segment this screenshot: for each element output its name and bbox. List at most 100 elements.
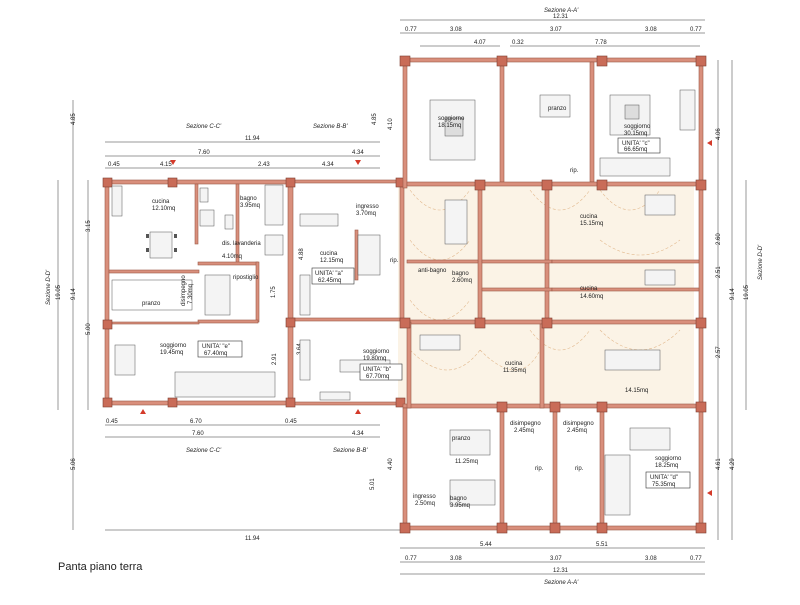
- dim-left-045a: 0.45: [108, 162, 120, 168]
- room-disimpegno-d: disimpegno: [563, 421, 594, 427]
- dim-bot-544: 5.44: [480, 542, 492, 548]
- room-disimpegno-b-area: 2.45mq: [514, 428, 534, 434]
- room-rip-top: rip.: [570, 168, 579, 174]
- dim-left-485: 4.85: [71, 113, 77, 125]
- room-ingresso-b-area: 2.50mq: [415, 501, 435, 507]
- room-lavanderia-area: 4.10mq: [222, 254, 242, 260]
- room-pranzo-b-area: 11.25mq: [455, 459, 478, 465]
- dim-right-1905: 19.05: [744, 284, 750, 300]
- dim-top-308a: 3.08: [450, 27, 462, 33]
- unit-e-label: UNITA' "e": [202, 344, 230, 350]
- dim-mid-440: 4.40: [388, 458, 394, 470]
- dim-right-461: 4.61: [716, 458, 722, 470]
- room-bagno-a-area: 2.60mq: [452, 278, 472, 284]
- right-block-pillars: [399, 55, 707, 534]
- room-soggiorno-c1-area: 18.15mq: [438, 123, 461, 129]
- left-top-dimensions: 11.94 7.60 4.34 0.45 4.15 2.43 4.34: [105, 136, 380, 169]
- dim-left-1905: 19.05: [56, 284, 62, 300]
- unit-e-box: [197, 340, 243, 358]
- room-soggiorno-b: soggiorno: [363, 349, 390, 355]
- dim-left-500: 5.00: [86, 323, 92, 335]
- room-cucina-a: cucina: [320, 251, 338, 257]
- unit-d-label: UNITA' "d": [650, 475, 678, 481]
- room-cucina-d-area: 14.60mq: [580, 294, 603, 300]
- section-bb-top: Sezione B-B': [313, 124, 348, 130]
- unit-b-box: [359, 363, 403, 381]
- dim-bot-045b: 0.45: [285, 419, 297, 425]
- dim-bot-077b: 0.77: [690, 556, 702, 562]
- dim-left-434b: 4.34: [352, 150, 364, 156]
- room-ripostiglio: ripostiglio: [233, 275, 259, 281]
- dim-mid-501: 5.01: [370, 478, 376, 490]
- dim-top-032: 0.32: [512, 40, 524, 46]
- unit-c-label: UNITA' "c": [622, 141, 650, 147]
- room-cucina-e: cucina: [152, 199, 170, 205]
- room-soggiorno-b-area: 19.80mq: [363, 356, 386, 362]
- dim-left-243: 2.43: [258, 162, 270, 168]
- room-bagno-a: bagno: [452, 271, 469, 277]
- room-ingresso-b: ingresso: [413, 494, 436, 500]
- furniture-unit-e: [111, 184, 284, 398]
- room-rip-b: rip.: [535, 466, 544, 472]
- dim-bot-1194: 11.94: [245, 536, 260, 542]
- dim-top-307: 3.07: [550, 27, 562, 33]
- room-bagno-e-area: 3.95mq: [240, 203, 260, 209]
- room-cucina-e-area: 12.10mq: [152, 206, 175, 212]
- room-cucina-d: cucina: [580, 286, 598, 292]
- section-marker: [707, 490, 712, 496]
- dim-right-914: 9.14: [730, 288, 736, 300]
- room-pranzo-b: pranzo: [452, 436, 471, 442]
- unit-a-label: UNITA' "a": [315, 271, 343, 277]
- room-ingresso-a-area: 3.70mq: [356, 211, 376, 217]
- section-aa-bottom: Sezione A-A': [544, 580, 579, 586]
- left-block-pillars: [102, 177, 406, 408]
- dim-mid-410: 4.10: [388, 118, 394, 130]
- room-ingresso-a: ingresso: [356, 204, 379, 210]
- dim-mid-488: 4.88: [299, 248, 305, 260]
- dim-left-415: 4.15: [160, 162, 172, 168]
- room-bagno-b: bagno: [450, 496, 467, 502]
- unit-b-area: 67.70mq: [366, 374, 389, 380]
- room-soggiorno-e: soggiorno: [160, 343, 187, 349]
- room-disimpegno-e: disimpegno: [181, 275, 187, 306]
- section-marker: [170, 160, 176, 165]
- room-bagno-b-area: 3.95mq: [450, 503, 470, 509]
- room-disimpegno-d-area: 2.45mq: [567, 428, 587, 434]
- unit-a-box: [311, 267, 355, 285]
- room-soggiorno-d-area: 18.25mq: [655, 463, 678, 469]
- room-cucina-a-area: 12.15mq: [320, 258, 343, 264]
- room-disimpegno-b: disimpegno: [510, 421, 541, 427]
- unit-c-box: [617, 137, 661, 154]
- dim-right-260: 2.60: [716, 233, 722, 245]
- dim-bot-551: 5.51: [596, 542, 608, 548]
- room-cucina-c-area: 15.15mq: [580, 221, 603, 227]
- dim-top-077a: 0.77: [405, 27, 417, 33]
- dim-right-406: 4.06: [716, 128, 722, 140]
- dim-bot-307: 3.07: [550, 556, 562, 562]
- dim-top-077b: 0.77: [690, 27, 702, 33]
- plan-caption: Panta piano terra: [58, 561, 143, 573]
- room-soggiorno-c1: soggiorno: [438, 116, 465, 122]
- section-bb-bottom: Sezione B-B': [333, 448, 368, 454]
- dim-left-506: 5.06: [71, 458, 77, 470]
- unit-b-label: UNITA' "b": [363, 367, 391, 373]
- room-antibagno-a: anti-bagno: [418, 268, 447, 274]
- dim-left-914: 9.14: [71, 288, 77, 300]
- dim-bot-1231: 12.31: [553, 568, 569, 574]
- dim-bot-308b: 3.08: [645, 556, 657, 562]
- room-pranzo-e: pranzo: [142, 301, 161, 307]
- dim-top-308b: 3.08: [645, 27, 657, 33]
- dim-right-429: 4.29: [730, 458, 736, 470]
- dim-right-257: 2.57: [716, 346, 722, 358]
- unit-e-area: 67.40mq: [204, 351, 227, 357]
- section-dd-left: Sezione D-D': [46, 269, 52, 305]
- top-dimensions: 12.31 0.77 3.08 4.07 0.32 3.07 3.08 0.77…: [400, 14, 705, 47]
- room-soggiorno-c2-area: 30.15mq: [624, 131, 647, 137]
- dim-bot-760: 7.60: [192, 431, 204, 437]
- room-pranzo-top: pranzo: [548, 106, 567, 112]
- bottom-dimensions: 0.45 6.70 0.45 7.60 4.34 11.94 5.44 5.51…: [105, 419, 705, 575]
- room-cucina-b: cucina: [505, 361, 523, 367]
- room-bagno-e: bagno: [240, 196, 257, 202]
